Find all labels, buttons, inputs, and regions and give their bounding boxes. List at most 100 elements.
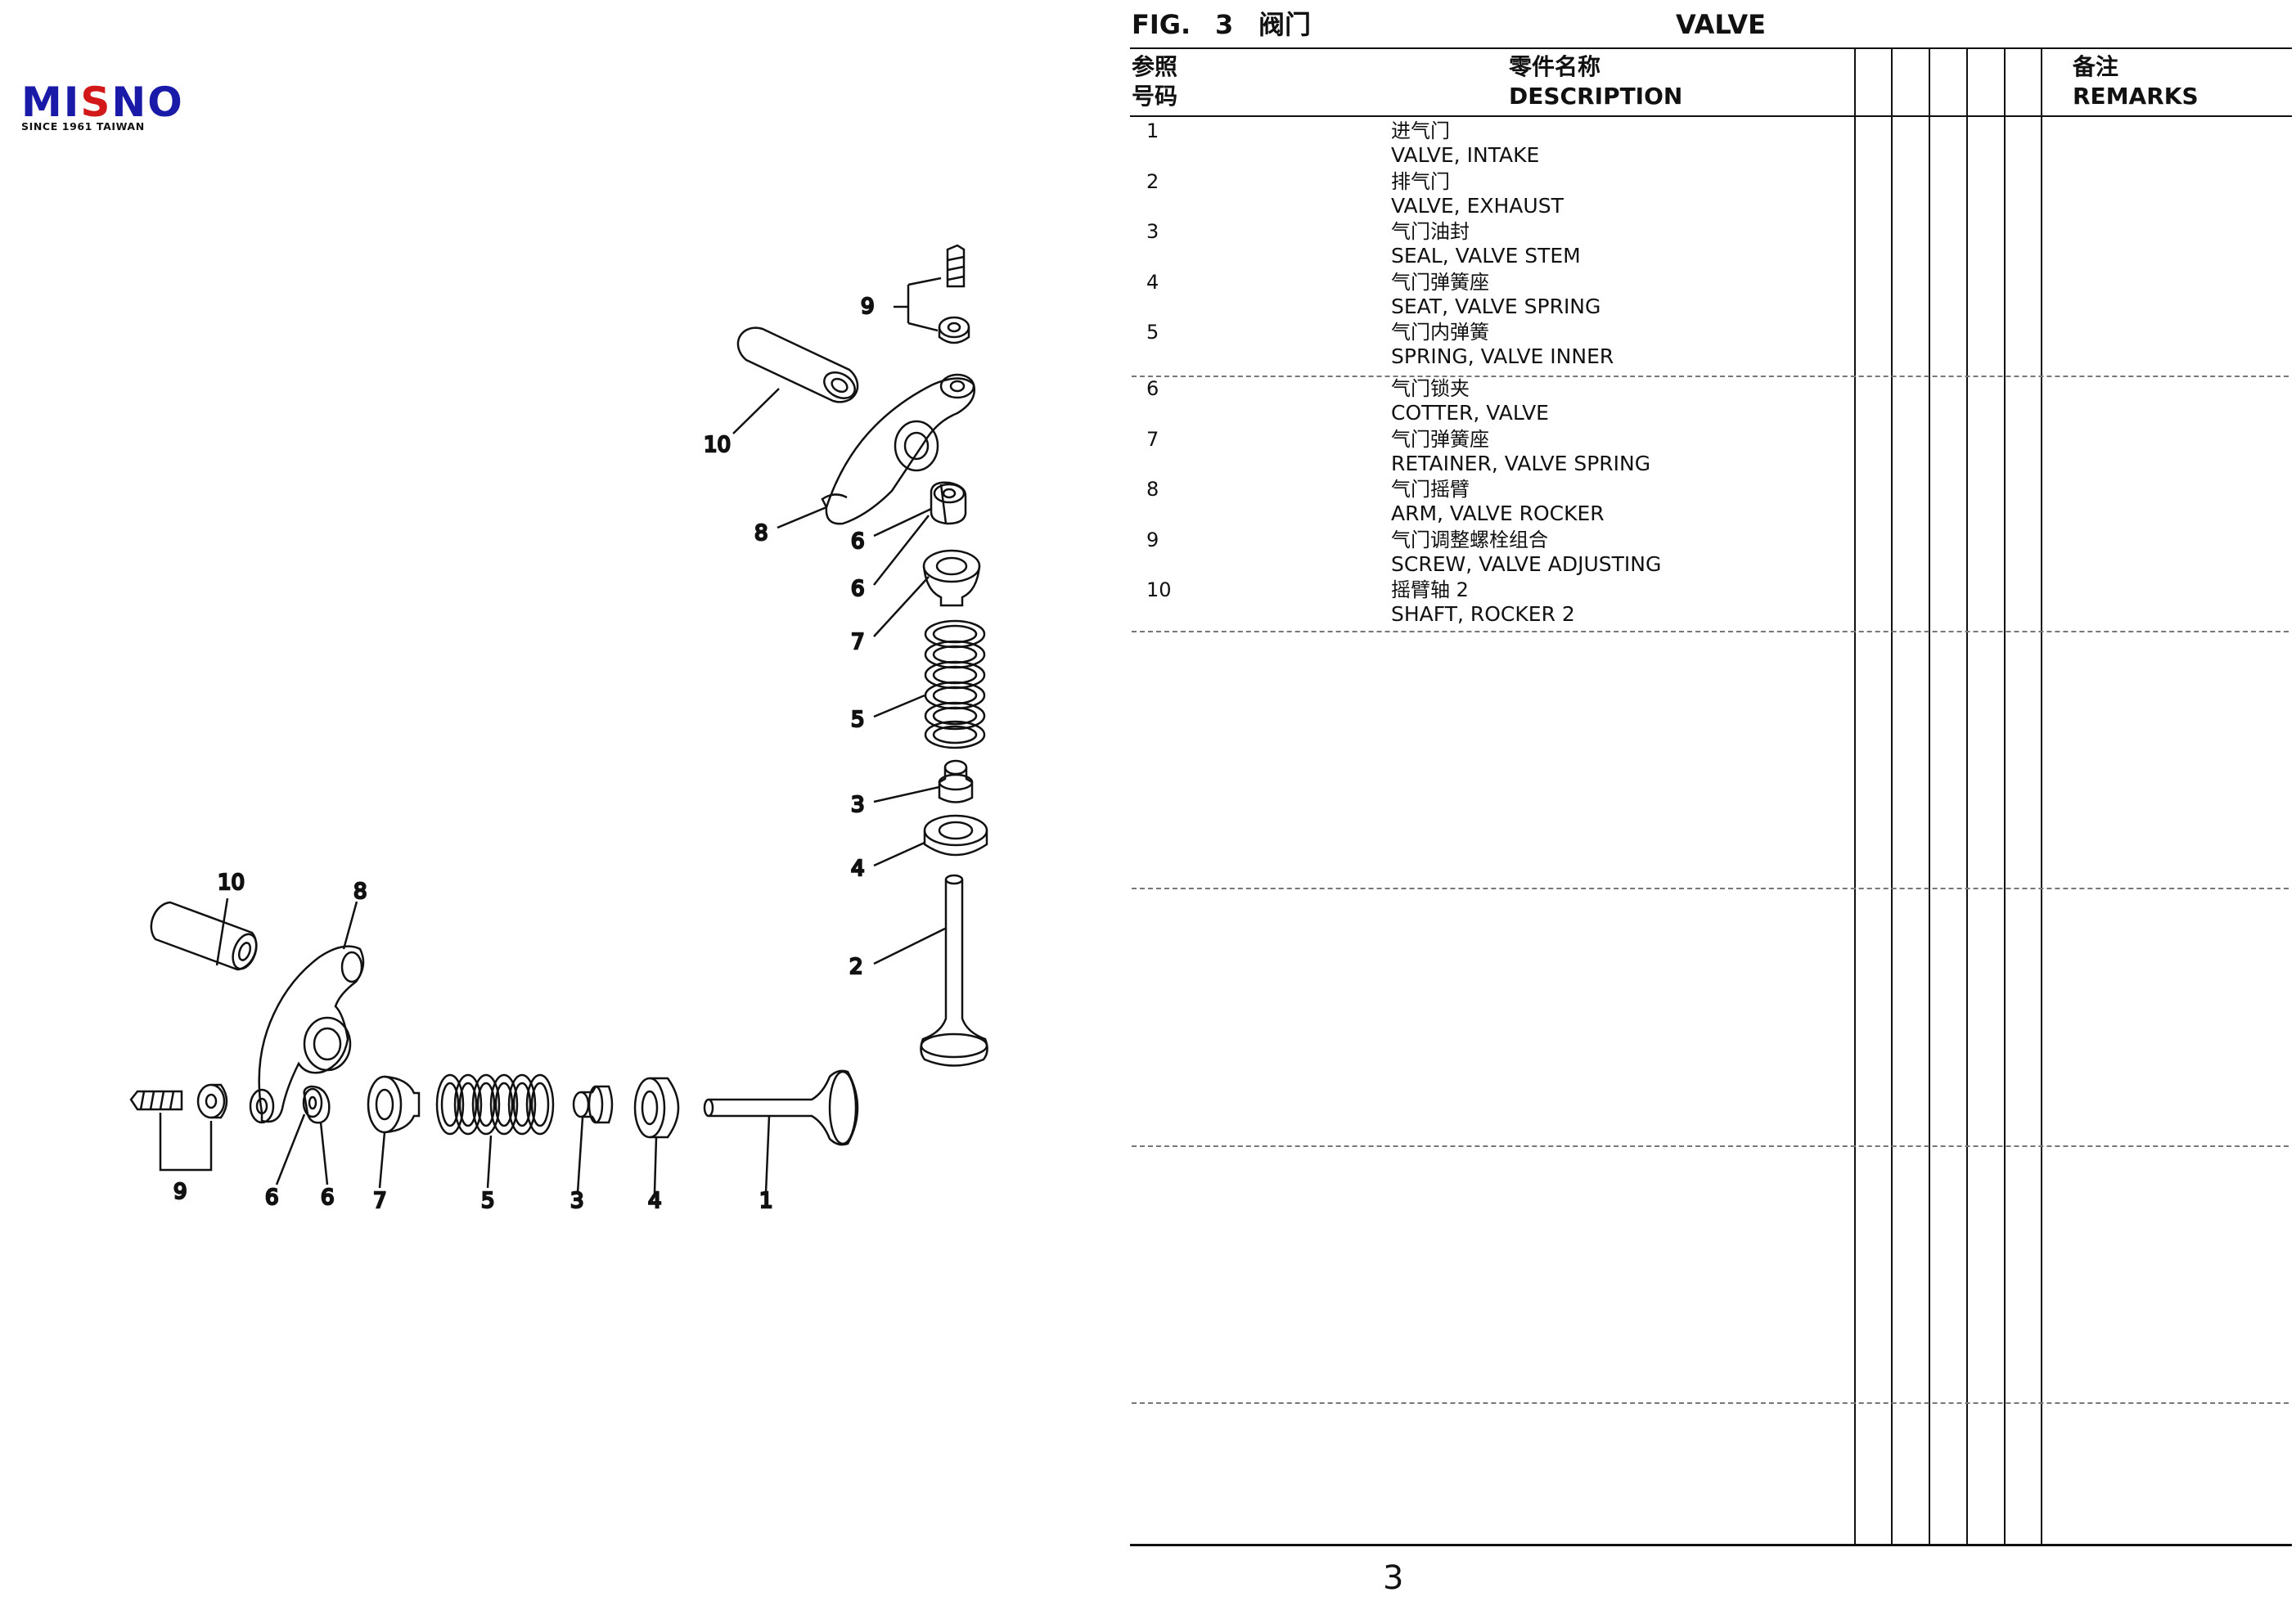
callout-8-leader xyxy=(777,506,827,529)
callout-5-leader xyxy=(873,694,925,718)
spring-retainer-horizontal xyxy=(367,1075,421,1134)
column-divider xyxy=(1966,47,1968,1545)
group-separator xyxy=(1132,1145,2289,1147)
valve-cotter-horizontal xyxy=(302,1085,331,1124)
callout-10-vertical: 10 xyxy=(704,433,731,457)
intake-valve-horizontal xyxy=(703,1069,859,1146)
row-description: VALVE, INTAKE xyxy=(1391,143,1540,167)
fig-title-en: VALVE xyxy=(1676,9,1766,40)
callout-8h-leader xyxy=(342,901,358,950)
group-separator xyxy=(1132,631,2289,632)
row-ref-number: 3 xyxy=(1146,220,1159,243)
header-desc-en: DESCRIPTION xyxy=(1509,83,1683,110)
header-ref-cn-1: 参照 xyxy=(1132,53,1178,80)
row-description: SCREW, VALVE ADJUSTING xyxy=(1391,552,1662,576)
row-ref-number: 5 xyxy=(1146,321,1159,344)
callout-6-horizontal-a: 6 xyxy=(265,1185,279,1210)
callout-3-vertical: 3 xyxy=(851,793,865,817)
row-description: ARM, VALVE ROCKER xyxy=(1391,502,1605,525)
callout-5-vertical: 5 xyxy=(851,708,865,732)
valve-stem-seal-horizontal xyxy=(572,1085,614,1124)
callout-1h-leader xyxy=(764,1115,771,1194)
fig-number: 3 xyxy=(1215,9,1234,40)
row-name-cn: 进气门 xyxy=(1391,119,1450,142)
table-bottom-rule xyxy=(1130,1544,2292,1546)
row-description: COTTER, VALVE xyxy=(1391,401,1549,425)
column-divider xyxy=(2041,47,2042,1545)
table-row: 5 气门内弹簧 SPRING, VALVE INNER xyxy=(1132,320,1868,371)
table-row: 9 气门调整螺栓组合 SCREW, VALVE ADJUSTING xyxy=(1132,528,1868,578)
row-description: SEAL, VALVE STEM xyxy=(1391,244,1581,268)
callout-4-vertical: 4 xyxy=(851,857,865,881)
rocker-arm-vertical xyxy=(821,373,976,525)
table-row: 3 气门油封 SEAL, VALVE STEM xyxy=(1132,219,1868,270)
callout-4-horizontal: 4 xyxy=(648,1189,662,1213)
callout-4h-leader xyxy=(653,1136,658,1194)
callout-9h-leader xyxy=(159,1113,213,1172)
rocker-shaft-vertical xyxy=(736,326,859,403)
table-row: 1 进气门 VALVE, INTAKE xyxy=(1132,119,1868,169)
logo-wordmark: MISNO xyxy=(21,82,193,123)
callout-6-leader-b xyxy=(873,515,930,586)
column-divider xyxy=(1854,47,1856,1545)
row-ref-number: 9 xyxy=(1146,529,1159,551)
callout-5h-leader xyxy=(486,1135,493,1189)
adjusting-screw-vertical xyxy=(938,244,970,344)
spring-seat-horizontal xyxy=(633,1077,680,1139)
figure-title-line: FIG. 3 阀门 VALVE xyxy=(1132,7,2294,43)
group-separator xyxy=(1132,888,2289,889)
callout-3h-leader xyxy=(576,1117,584,1194)
callout-3-leader xyxy=(873,785,940,803)
callout-7-vertical: 7 xyxy=(851,630,865,655)
callout-6h-leader-a xyxy=(275,1113,306,1185)
table-row: 4 气门弹簧座 SEAT, VALVE SPRING xyxy=(1132,270,1868,321)
spring-seat-vertical xyxy=(923,814,988,857)
row-name-cn: 排气门 xyxy=(1391,170,1450,193)
row-name-cn: 气门弹簧座 xyxy=(1391,271,1489,294)
callout-7-leader xyxy=(873,576,930,637)
row-description: SPRING, VALVE INNER xyxy=(1391,344,1614,368)
callout-10h-leader xyxy=(215,897,229,966)
callout-10-horizontal: 10 xyxy=(218,870,245,895)
row-ref-number: 8 xyxy=(1146,478,1159,501)
row-description: RETAINER, VALVE SPRING xyxy=(1391,452,1651,475)
row-name-cn: 气门弹簧座 xyxy=(1391,428,1489,451)
row-ref-number: 10 xyxy=(1146,578,1172,601)
row-name-cn: 气门内弹簧 xyxy=(1391,321,1489,344)
callout-9-leader xyxy=(894,277,942,332)
callout-6-horizontal-b: 6 xyxy=(321,1185,335,1210)
row-ref-number: 4 xyxy=(1146,271,1159,294)
row-ref-number: 6 xyxy=(1146,377,1159,400)
valve-stem-seal-vertical xyxy=(938,759,974,803)
callout-2-vertical: 2 xyxy=(849,955,863,979)
row-description: VALVE, EXHAUST xyxy=(1391,194,1564,218)
row-name-cn: 气门油封 xyxy=(1391,220,1470,243)
header-remarks-en: REMARKS xyxy=(2073,83,2199,110)
adjusting-screw-horizontal xyxy=(129,1083,228,1119)
table-row: 2 排气门 VALVE, EXHAUST xyxy=(1132,169,1868,220)
row-name-cn: 气门调整螺栓组合 xyxy=(1391,529,1548,551)
header-ref-cn-2: 号码 xyxy=(1132,83,1178,110)
table-row: 10 摇臂轴 2 SHAFT, ROCKER 2 xyxy=(1132,578,1868,628)
table-row: 8 气门摇臂 ARM, VALVE ROCKER xyxy=(1132,477,1868,528)
callout-3-horizontal: 3 xyxy=(570,1189,584,1213)
rocker-shaft-horizontal xyxy=(150,901,258,971)
table-row: 7 气门弹簧座 RETAINER, VALVE SPRING xyxy=(1132,427,1868,478)
row-ref-number: 1 xyxy=(1146,119,1159,142)
callout-5-horizontal: 5 xyxy=(481,1189,495,1213)
row-name-cn: 气门摇臂 xyxy=(1391,478,1470,501)
exploded-parts-diagram: 9 10 8 6 6 7 5 3 4 2 xyxy=(129,244,988,1214)
group-separator xyxy=(1132,376,2289,377)
group-separator xyxy=(1132,1402,2289,1404)
page-number: 3 xyxy=(1383,1559,1404,1597)
callout-9-horizontal: 9 xyxy=(173,1180,187,1204)
callout-6-vertical-b: 6 xyxy=(851,577,865,601)
logo-text-s: S xyxy=(80,79,112,126)
header-remarks-cn: 备注 xyxy=(2073,53,2119,80)
callout-1-horizontal: 1 xyxy=(759,1189,773,1213)
row-description: SEAT, VALVE SPRING xyxy=(1391,295,1601,318)
logo-tagline: SINCE 1961 TAIWAN xyxy=(21,120,145,133)
callout-6-leader-a xyxy=(873,507,932,538)
row-description: SHAFT, ROCKER 2 xyxy=(1391,602,1575,626)
callout-2-leader xyxy=(873,927,946,965)
